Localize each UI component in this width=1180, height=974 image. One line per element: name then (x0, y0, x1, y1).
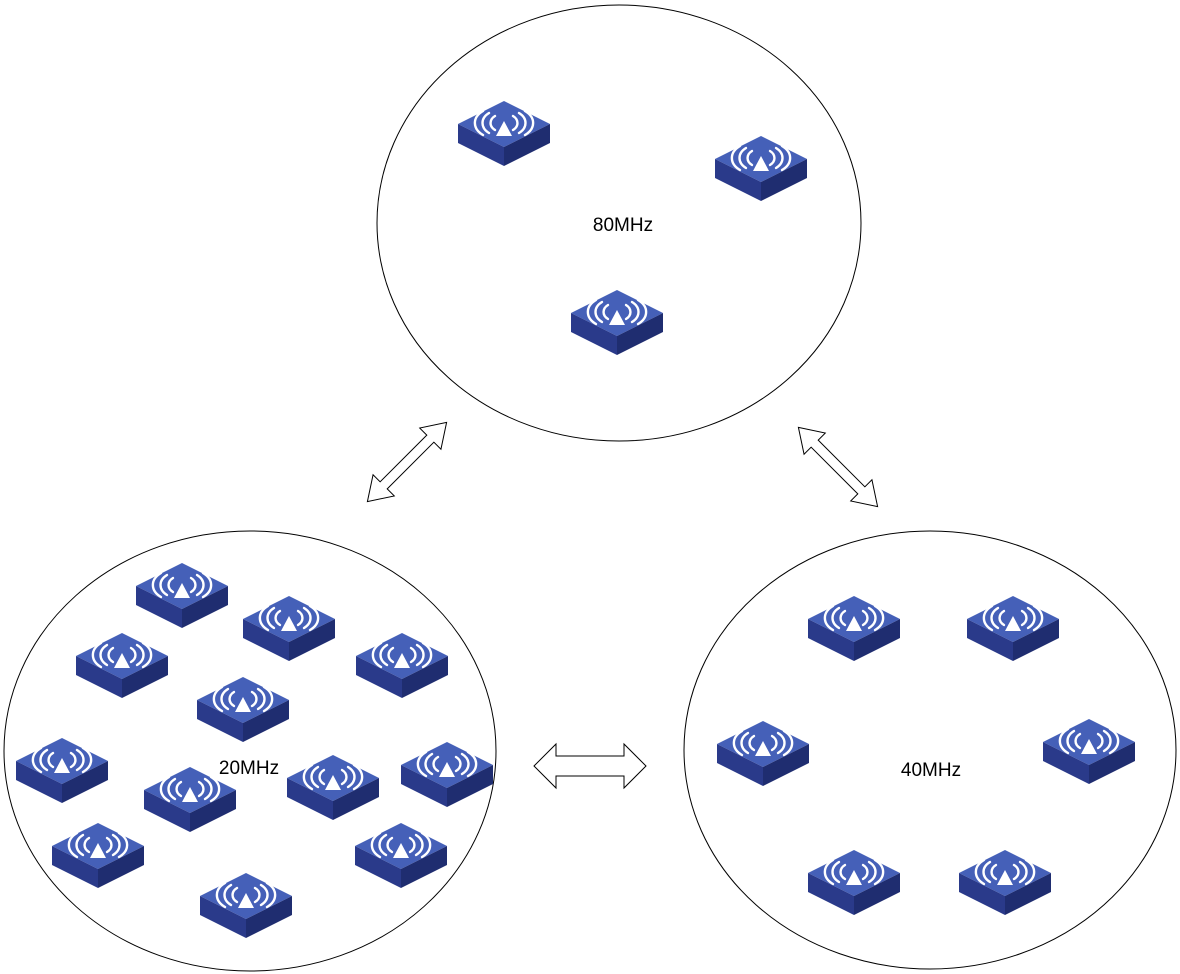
zone-20mhz-label: 20MHz (219, 758, 279, 779)
zone-80mhz: 80MHz (376, 4, 862, 442)
connection-arrows (366, 421, 879, 790)
zone-80mhz-label: 80MHz (593, 215, 653, 236)
zone-40mhz: 40MHz (683, 530, 1177, 970)
double-arrow-80mhz-40mhz (797, 426, 879, 508)
zone-20mhz: 20MHz (3, 530, 497, 972)
zone-40mhz-label: 40MHz (901, 760, 961, 781)
double-arrow-20mhz-40mhz (533, 742, 647, 790)
double-arrow-20mhz-80mhz (366, 421, 448, 503)
